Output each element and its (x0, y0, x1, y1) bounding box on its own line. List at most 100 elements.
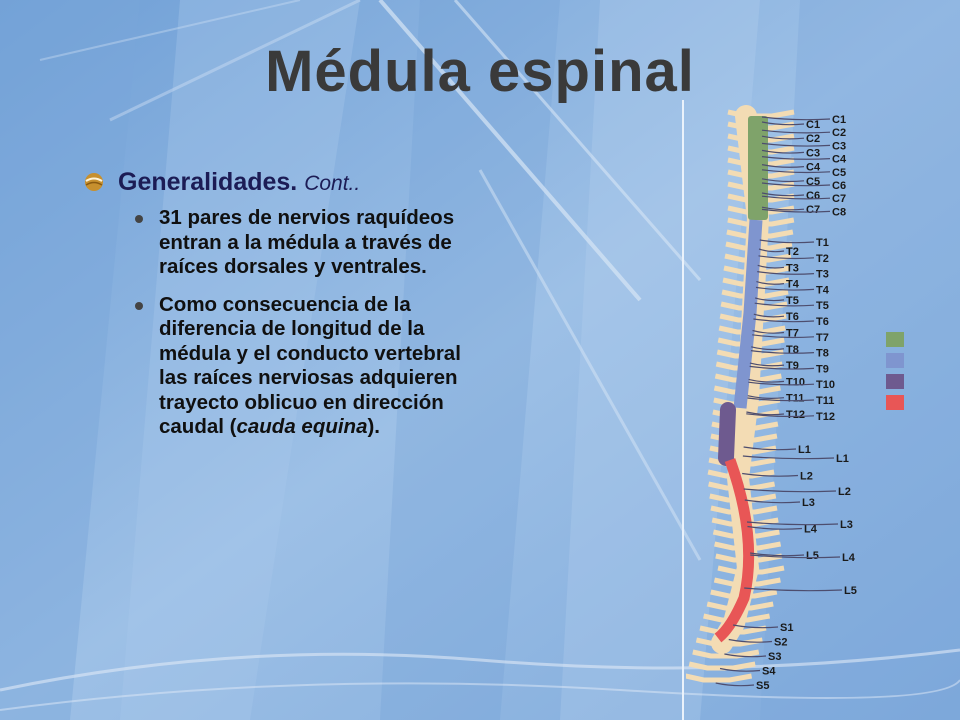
nerve-root (746, 521, 839, 526)
nerve-label: T4 (786, 279, 800, 291)
nerve-label: T12 (786, 409, 805, 421)
nerve-label: C2 (832, 127, 846, 139)
vertebra-process (692, 649, 760, 659)
nerve-label: T5 (786, 295, 799, 307)
nerve-root (758, 255, 815, 260)
legend-swatch-cervical (886, 332, 904, 347)
nerve-root (761, 192, 805, 197)
cervical-segment (748, 116, 768, 220)
nerve-label: C3 (832, 140, 846, 152)
nerve-root (747, 395, 785, 399)
nerve-root (755, 286, 815, 291)
nerve-label: L5 (844, 585, 857, 597)
nerve-root (748, 378, 785, 383)
nerve-root (757, 264, 785, 269)
nerve-label: S1 (780, 622, 793, 634)
nerve-root (732, 624, 779, 629)
nerve-root (761, 195, 831, 200)
nerve-label: T10 (816, 379, 835, 391)
nerve-root (761, 169, 831, 174)
vertebra-process (686, 673, 753, 683)
nerve-label: C1 (806, 119, 820, 131)
nerve-root (750, 350, 815, 354)
nerve-root (753, 318, 815, 323)
nerve-label: T6 (816, 316, 829, 328)
bullet-ball-icon (85, 173, 103, 191)
slide-title: Médula espinal (265, 39, 695, 104)
nerve-label: T8 (816, 348, 829, 360)
nerve-label: T4 (816, 284, 830, 296)
nerve-root (728, 638, 773, 643)
nerve-root (742, 472, 799, 477)
nerve-root (752, 334, 815, 339)
nerve-label: C5 (832, 167, 846, 179)
nerve-root (761, 164, 805, 168)
nerve-label: L2 (838, 486, 851, 498)
nerve-label: L5 (806, 550, 819, 562)
nerve-root (759, 239, 815, 244)
nerve-label: C8 (832, 206, 846, 218)
bullet-text-pre: Como consecuencia de la diferencia de lo… (159, 292, 461, 439)
nerve-root (743, 488, 837, 493)
nerve-label: T2 (786, 246, 799, 258)
nerve-root (761, 149, 805, 154)
heading-main: Generalidades. (118, 168, 298, 196)
nerve-label: T5 (816, 300, 829, 312)
nerve-label: T3 (786, 262, 799, 274)
nerve-label: C2 (806, 133, 820, 145)
nerve-label: L3 (802, 497, 815, 509)
nerve-root (753, 313, 785, 318)
bullet-text: 31 pares de nervios raquídeos entran a l… (159, 206, 455, 278)
bullet-dot-icon (135, 215, 143, 223)
color-legend (886, 332, 904, 416)
heading-sub: Cont.. (304, 172, 361, 195)
bullet-text-post: ). (367, 415, 381, 438)
nerve-label: L4 (804, 524, 818, 536)
nerve-root (750, 552, 805, 557)
nerve-root (754, 302, 815, 307)
nerve-label: T11 (786, 393, 804, 405)
bullet-list: 31 pares de nervios raquídeos entran a l… (134, 206, 479, 453)
nerve-label: T9 (786, 360, 799, 372)
nerve-label: C7 (806, 204, 820, 216)
nerve-label: T9 (816, 363, 829, 375)
nerve-root (761, 156, 831, 160)
nerve-root (751, 346, 785, 351)
nerve-label: C4 (832, 154, 847, 166)
nerve-label: C1 (832, 114, 846, 126)
nerve-root (719, 667, 761, 672)
nerve-label: L1 (836, 453, 849, 465)
nerve-label: S3 (768, 651, 781, 663)
nerve-root (747, 397, 815, 402)
nerve-label: T10 (786, 376, 805, 388)
nerve-root (742, 455, 835, 460)
nerve-root (750, 554, 841, 559)
legend-swatch-lumbar (886, 374, 904, 389)
nerve-label: T7 (786, 328, 799, 340)
nerve-root (761, 208, 831, 213)
nerve-label: C5 (806, 176, 820, 188)
nerve-label: T8 (786, 344, 799, 356)
nerve-label: T11 (816, 395, 834, 407)
nerve-root (758, 248, 785, 253)
nerve-label: C7 (832, 193, 846, 205)
section-heading: Generalidades. Cont.. (118, 168, 360, 197)
nerve-root (715, 682, 755, 687)
nerve-root (748, 381, 815, 386)
nerve-label: L3 (840, 519, 853, 531)
nerve-root (746, 413, 815, 418)
lumbar-segment (718, 402, 736, 466)
nerve-label: C6 (832, 180, 846, 192)
nerve-root (749, 362, 785, 367)
spinal-cord-diagram: C1C2C3C4C5C6C7C1C2C3C4C5C6C7C8T2T3T4T5T6… (686, 105, 857, 692)
nerve-root (761, 121, 805, 126)
nerve-root (747, 525, 803, 530)
nerve-root (757, 271, 815, 275)
nerve-label: T7 (816, 332, 829, 344)
nerve-label: L2 (800, 471, 813, 483)
nerve-label: S2 (774, 637, 787, 649)
nerve-label: L1 (798, 444, 811, 456)
vertebra-process (688, 661, 756, 671)
nerve-label: C3 (806, 147, 820, 159)
legend-swatch-sacral (886, 395, 904, 410)
